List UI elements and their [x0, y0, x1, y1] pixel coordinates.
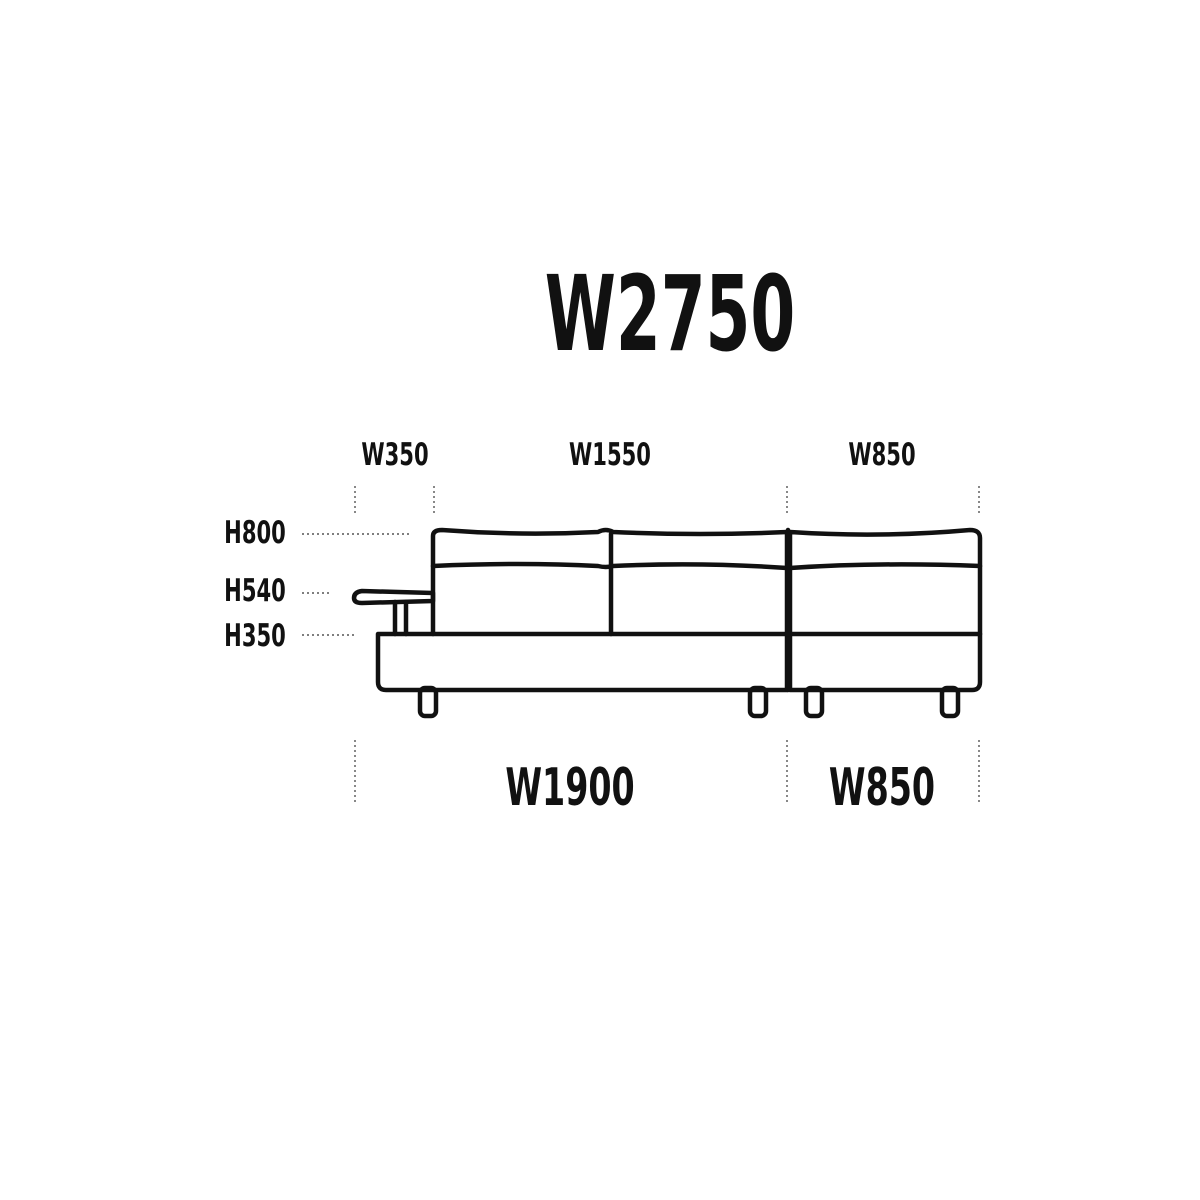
armrest-height-label: H540: [224, 573, 286, 609]
seat-height-label: H350: [224, 618, 286, 654]
sofa-side-module: [787, 527, 983, 693]
side-module-bottom-width-label: W850: [828, 758, 936, 818]
total-width-label: W2750: [544, 253, 796, 375]
sofa-side-cushion-seam: [787, 562, 983, 571]
sofa-main-back: [430, 527, 790, 637]
arm-width-label: W350: [361, 437, 429, 473]
sofa-main-cushion-seam: [430, 561, 790, 571]
main-unit-width-label: W1900: [505, 758, 635, 818]
back-height-label: H800: [224, 515, 286, 551]
sofa-main-base: [375, 631, 790, 693]
sofa-arm-table: [351, 588, 436, 606]
main-seat-width-label: W1550: [569, 437, 651, 473]
side-module-width-label: W850: [848, 437, 916, 473]
